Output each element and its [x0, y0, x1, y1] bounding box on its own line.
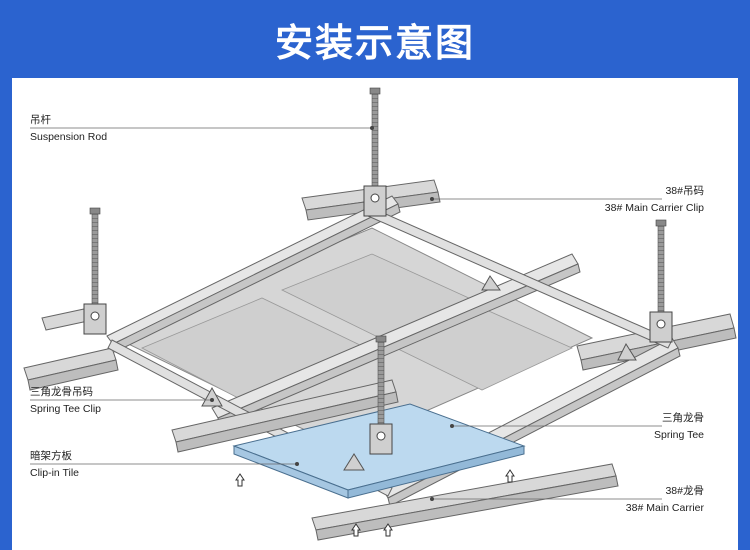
label-suspension-rod-zh: 吊杆 [30, 114, 51, 126]
label-main-carrier-clip-zh: 38#吊码 [665, 185, 704, 197]
callout-lines [30, 127, 662, 500]
spring-tee-rails [106, 195, 681, 507]
main-carrier-front [171, 379, 619, 541]
up-arrows [235, 469, 515, 537]
page-title: 安装示意图 [274, 20, 475, 65]
diagram-panel: 吊杆 Suspension Rod 38#吊码 38# Main Carrier… [12, 78, 738, 550]
label-main-carrier-clip-en: 38# Main Carrier Clip [604, 202, 704, 214]
installation-diagram [23, 87, 737, 541]
spring-tee-clips [201, 275, 637, 471]
label-main-carrier-zh: 38#龙骨 [665, 485, 704, 497]
callout-dots [210, 126, 454, 501]
carrier-clips [83, 185, 673, 455]
label-spring-tee-zh: 三角龙骨 [662, 412, 704, 424]
title-bar: 安装示意图 [0, 0, 750, 78]
ceiling-panels [110, 227, 594, 449]
label-suspension-rod-en: Suspension Rod [30, 131, 108, 143]
label-spring-tee-clip-zh: 三角龙骨吊码 [30, 386, 93, 398]
label-spring-tee-clip-en: Spring Tee Clip [30, 403, 102, 415]
label-clip-in-tile-zh: 暗架方板 [30, 450, 72, 462]
label-spring-tee-en: Spring Tee [653, 429, 704, 441]
label-main-carrier-en: 38# Main Carrier [625, 502, 704, 514]
label-clip-in-tile-en: Clip-in Tile [30, 467, 80, 479]
